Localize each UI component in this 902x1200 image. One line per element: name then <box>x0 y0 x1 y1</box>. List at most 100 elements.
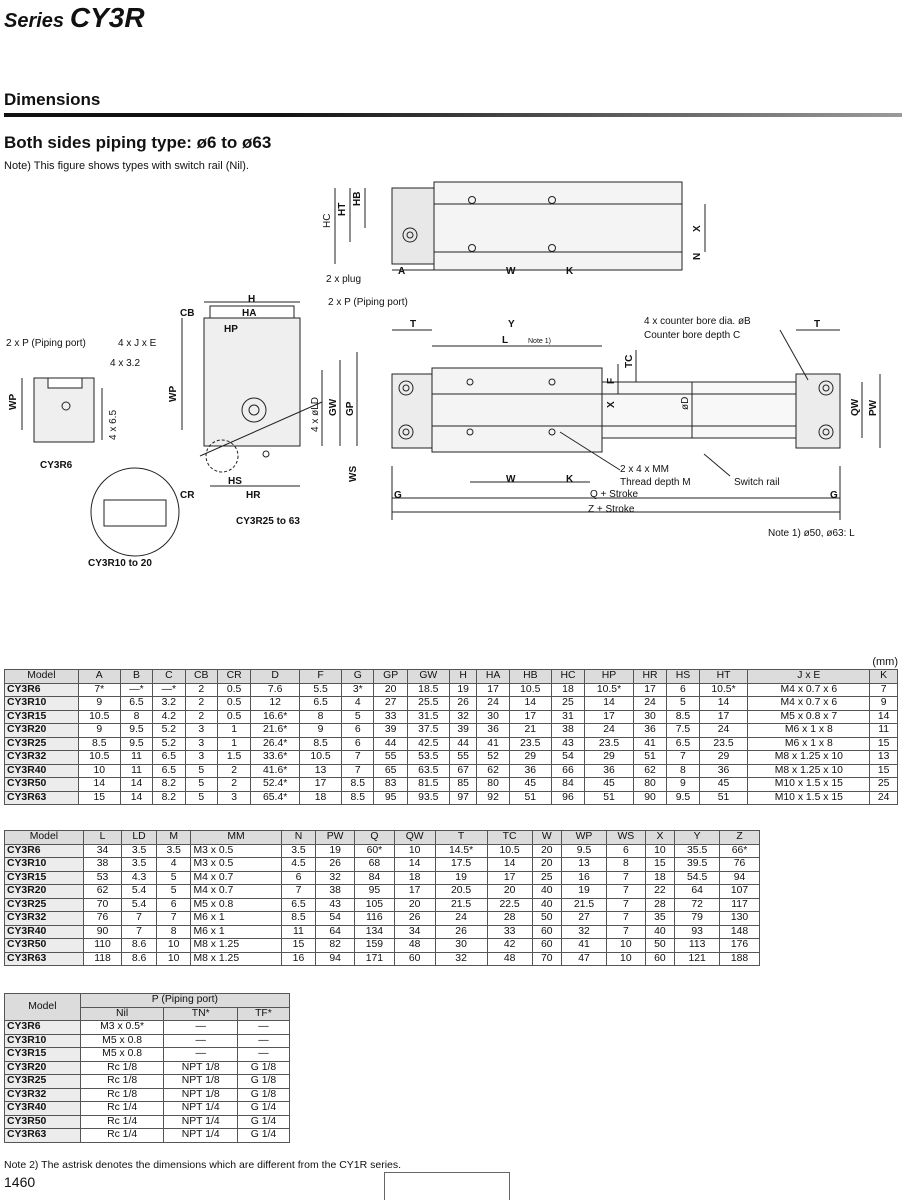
table-cell: 42.5 <box>406 736 450 751</box>
column-header: MM <box>190 830 282 845</box>
svg-text:TC: TC <box>624 355 635 368</box>
table-cell: 25.5 <box>406 696 450 711</box>
table-cell: 4.5 <box>280 857 317 872</box>
column-header: F <box>299 669 343 684</box>
column-header: CR <box>216 669 252 684</box>
table-cell: 117 <box>719 897 760 912</box>
table-cell: 7 <box>121 911 157 926</box>
table-cell: 9.5 <box>561 843 607 858</box>
column-header: B <box>119 669 154 684</box>
svg-text:CY3R6: CY3R6 <box>40 460 73 471</box>
table-cell: 38 <box>82 857 123 872</box>
table-cell: 45 <box>508 777 552 792</box>
column-header: J x E <box>747 669 871 684</box>
table-cell: 6.5 <box>666 736 700 751</box>
svg-text:W: W <box>506 474 516 485</box>
table-cell: 9 <box>299 723 343 738</box>
table-cell: NPT 1/4 <box>163 1128 238 1143</box>
table-cell: 18.5 <box>406 682 450 697</box>
table-cell: M4 x 0.7 x 6 <box>747 682 871 697</box>
column-header: C <box>152 669 186 684</box>
table-cell: 14.5* <box>434 843 488 858</box>
table-cell: G 1/4 <box>236 1128 291 1143</box>
table-cell: 10.5* <box>584 682 634 697</box>
table-cell: 5 <box>184 763 218 778</box>
series-title: Series CY3R <box>4 2 145 34</box>
table-cell: 3 <box>216 790 252 805</box>
table-cell: M4 x 0.7 x 6 <box>747 696 871 711</box>
table-cell: 8 <box>299 709 343 724</box>
table-cell: 7 <box>666 750 700 765</box>
model-cell: CY3R20 <box>4 1060 81 1075</box>
table-cell: 8 <box>155 924 192 939</box>
footnote-asterisk: Note 2) The astrisk denotes the dimensio… <box>4 1159 402 1171</box>
table-cell: — <box>236 1033 291 1048</box>
table-cell: 23.5 <box>698 736 749 751</box>
table-cell: 29 <box>584 750 634 765</box>
table-cell: 24 <box>476 696 510 711</box>
model-cell: CY3R25 <box>4 1074 81 1089</box>
table-cell: 130 <box>719 911 760 926</box>
model-cell: CY3R40 <box>4 1101 81 1116</box>
svg-text:WS: WS <box>348 466 359 482</box>
svg-text:4 x counter bore dia. øB: 4 x counter bore dia. øB <box>644 316 751 327</box>
model-cell: CY3R10 <box>4 696 79 711</box>
table-cell: 48 <box>393 938 436 953</box>
table-cell: 105 <box>353 897 395 912</box>
table-cell: 2 <box>184 709 218 724</box>
table-cell: 93 <box>674 924 721 939</box>
table-cell: 51 <box>508 790 552 805</box>
table-cell: 5 <box>155 870 192 885</box>
column-header: Y <box>674 830 721 845</box>
table-cell: 37.5 <box>406 723 450 738</box>
svg-text:2 x plug: 2 x plug <box>326 274 361 285</box>
table-cell: — <box>163 1047 238 1062</box>
table-cell: 14 <box>508 696 552 711</box>
table-cell: 14 <box>584 696 634 711</box>
table-cell: 5.2 <box>152 723 186 738</box>
nil-header: Nil <box>79 1006 165 1021</box>
table-cell: 16.6* <box>250 709 301 724</box>
table-cell: 10 <box>77 763 121 778</box>
table-cell: 28 <box>486 911 533 926</box>
table-cell: 8.6 <box>121 938 157 953</box>
table-cell: 54 <box>550 750 586 765</box>
column-header: Q <box>353 830 395 845</box>
table-cell: 60 <box>644 951 676 966</box>
column-header: WP <box>561 830 607 845</box>
table-cell: 24 <box>584 723 634 738</box>
units-label: (mm) <box>872 656 898 668</box>
table-cell: 11 <box>869 723 898 738</box>
table-cell: 41 <box>632 736 668 751</box>
table-cell: 16 <box>561 870 607 885</box>
table-cell: 21 <box>508 723 552 738</box>
table-cell: 8.5 <box>77 736 121 751</box>
column-header: HC <box>550 669 586 684</box>
table-cell: 121 <box>674 951 721 966</box>
svg-text:K: K <box>566 266 574 277</box>
table-cell: 19 <box>448 682 478 697</box>
table-cell: 14 <box>869 709 898 724</box>
model-cell: CY3R40 <box>4 763 79 778</box>
table-cell: 17 <box>508 709 552 724</box>
table-cell: 17 <box>632 682 668 697</box>
table-cell: — <box>163 1033 238 1048</box>
table-cell: 8.5 <box>299 736 343 751</box>
table-cell: 94 <box>315 951 355 966</box>
table-cell: 62 <box>82 884 123 899</box>
section-divider <box>4 113 902 117</box>
table-cell: 9 <box>77 723 121 738</box>
table-cell: 27 <box>373 696 408 711</box>
table-cell: 76 <box>719 857 760 872</box>
svg-text:HA: HA <box>242 308 256 319</box>
table-cell: 10 <box>605 938 646 953</box>
piping-port-header: P (Piping port) <box>79 993 291 1008</box>
table-cell: —* <box>152 682 186 697</box>
model-cell: CY3R15 <box>4 1047 81 1062</box>
